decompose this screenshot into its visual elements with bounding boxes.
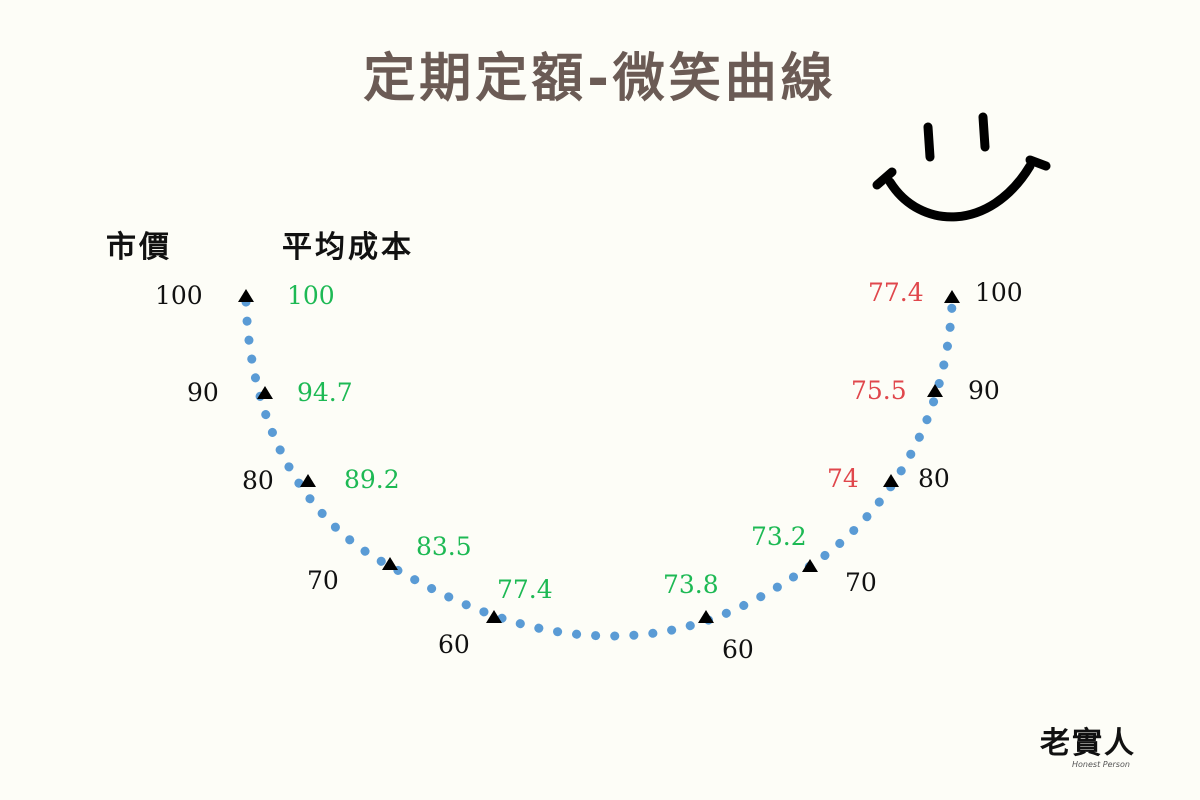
price-label: 70 — [307, 566, 339, 595]
triangle-marker-icon — [300, 474, 316, 487]
cost-label: 100 — [287, 281, 335, 310]
price-label: 90 — [968, 376, 1000, 405]
brand-subtitle: Honest Person — [1072, 760, 1130, 769]
triangle-marker-icon — [927, 384, 943, 397]
price-label: 60 — [438, 630, 470, 659]
cost-label: 94.7 — [297, 378, 353, 407]
price-label: 100 — [975, 278, 1023, 307]
cost-label: 73.8 — [663, 570, 719, 599]
triangle-marker-icon — [486, 610, 502, 623]
triangle-marker-icon — [883, 474, 899, 487]
triangle-marker-icon — [802, 559, 818, 572]
brand-logo: 老實人 — [1040, 726, 1136, 761]
price-label: 70 — [845, 568, 877, 597]
dotted-curve — [241, 297, 957, 641]
triangle-marker-icon — [257, 386, 273, 399]
price-label: 80 — [918, 464, 950, 493]
cost-label: 73.2 — [751, 522, 807, 551]
cost-label: 77.4 — [868, 278, 924, 307]
markers — [238, 289, 960, 623]
price-label: 60 — [722, 635, 754, 664]
cost-label: 77.4 — [497, 575, 553, 604]
market-price-header: 市價 — [106, 230, 172, 265]
cost-label: 74 — [827, 464, 859, 493]
triangle-marker-icon — [238, 289, 254, 302]
triangle-marker-icon — [944, 290, 960, 303]
price-label: 80 — [242, 466, 274, 495]
cost-label: 83.5 — [416, 532, 472, 561]
cost-label: 89.2 — [344, 465, 400, 494]
smiley-icon — [872, 112, 1051, 222]
price-label: 100 — [155, 281, 203, 310]
average-cost-header: 平均成本 — [282, 230, 414, 265]
triangle-marker-icon — [382, 557, 398, 570]
cost-label: 75.5 — [851, 376, 907, 405]
page-title: 定期定額-微笑曲線 — [363, 49, 837, 109]
triangle-marker-icon — [698, 610, 714, 623]
price-label: 90 — [187, 378, 219, 407]
